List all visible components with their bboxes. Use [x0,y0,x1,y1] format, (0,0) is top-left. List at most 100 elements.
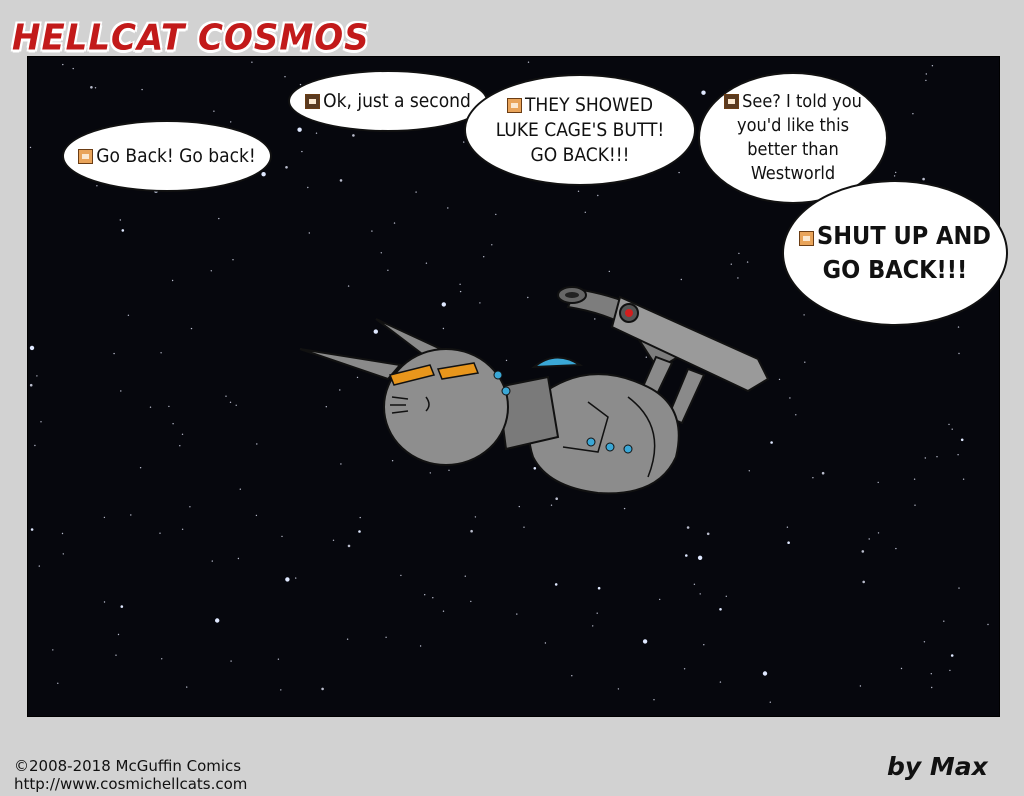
bubble-text: SHUT UP AND GO BACK!!! [817,221,991,284]
star [719,608,722,611]
star [161,658,163,660]
star [762,671,768,676]
star [523,526,525,528]
website-link[interactable]: http://www.cosmichellcats.com [14,775,248,793]
star [29,146,32,149]
star [441,302,446,307]
star [30,528,34,531]
star [346,638,349,640]
star [924,457,926,459]
star [554,583,558,586]
redhead-cat-face-icon [78,148,94,164]
star [960,438,964,442]
star [149,406,152,408]
star [987,623,989,626]
star [719,681,722,683]
star [72,67,74,70]
star [516,613,518,615]
star [533,467,537,470]
brunette-cat-face-icon [305,93,321,109]
star [950,654,954,657]
star [62,553,64,555]
star [463,141,465,143]
star [812,477,814,479]
star [470,600,472,603]
star [113,352,115,355]
star [685,554,688,557]
star [730,263,732,265]
star [803,314,805,316]
star [518,505,520,508]
star [34,444,36,447]
star [922,177,925,181]
speech-bubble-go-back: Go Back! Go back! [62,120,272,192]
star [332,539,335,541]
star [859,685,862,687]
star [120,605,124,608]
star [400,574,402,577]
speech-bubble-shut-up: SHUT UP AND GO BACK!!! [782,180,1008,326]
star [617,688,620,690]
star [725,595,727,597]
star [181,433,184,435]
star [693,583,696,585]
copyright-text: ©2008-2018 McGuffin Comics [14,757,242,775]
star [738,252,740,255]
star [958,352,960,355]
star [913,478,916,480]
bubble-text: Go Back! Go back! [96,144,256,167]
star [213,110,215,112]
star [385,636,387,638]
star [347,544,351,548]
star [347,285,350,287]
star [295,577,297,579]
star [597,194,599,197]
star [239,488,241,490]
star [393,222,396,224]
redhead-cat-face-icon [799,231,815,246]
star [229,401,232,403]
star [359,516,361,519]
speech-bubble-luke-cage: THEY SHOWED LUKE CAGE'S BUTT! GO BACK!!! [464,74,696,186]
star [432,597,434,599]
star [218,217,220,220]
star [90,86,93,89]
star [491,244,493,246]
bubble-text: Ok, just a second [323,89,471,112]
star [962,478,965,480]
star [659,598,661,601]
star [38,565,40,567]
star [608,270,610,273]
star [474,516,477,518]
speech-bubble-westworld: See? I told you you'd like this better t… [698,72,888,204]
star [686,526,690,529]
star [232,259,234,261]
star [52,649,54,651]
star [706,532,710,536]
star [225,395,227,397]
star [237,557,240,560]
star [181,528,184,530]
star [527,61,530,63]
star [596,612,598,614]
star [789,397,791,399]
star [256,443,258,445]
star [683,668,686,670]
star [584,211,586,213]
star [877,532,880,534]
star [592,625,594,627]
star [211,560,213,562]
star [948,423,950,426]
star [470,529,473,533]
star [778,378,781,381]
star [380,252,382,254]
star [301,150,303,153]
author-byline: by Max [887,752,988,781]
star [61,532,64,535]
star [442,610,445,612]
star [914,504,916,506]
star [678,171,680,174]
bubble-text: THEY SHOWED LUKE CAGE'S BUTT! GO BACK!!! [495,93,665,166]
star [325,406,327,408]
star [895,171,897,174]
